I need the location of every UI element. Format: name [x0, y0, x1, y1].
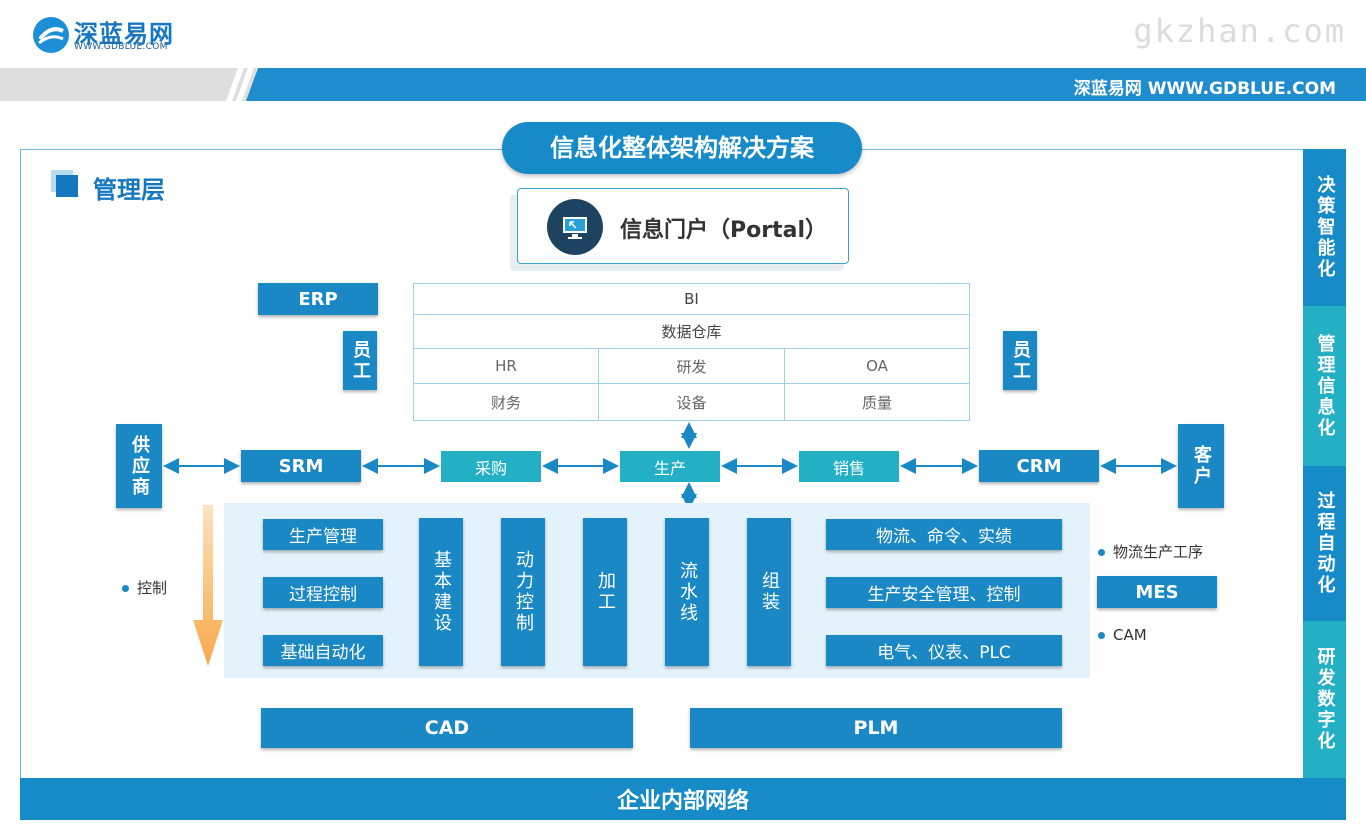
grid-cell: 质量	[861, 393, 892, 412]
customer-box: 客户	[1178, 424, 1224, 508]
grid-cell: 设备	[599, 384, 785, 420]
production-box: 生产	[620, 451, 720, 482]
sidebar-decision: 决策智能化	[1303, 149, 1346, 306]
header-band-text: 深蓝易网 WWW.GDBLUE.COM	[1073, 79, 1336, 99]
column-box: 流水线	[665, 518, 709, 666]
grid-bi: BI	[414, 284, 969, 315]
layer-icon	[56, 175, 78, 197]
column-box: 组装	[747, 518, 791, 666]
watermark: gkzhan.com	[1133, 12, 1346, 50]
mes-top-note: 物流生产工序	[1098, 541, 1203, 562]
logistics-box: 物流、命令、实绩	[826, 519, 1062, 550]
network-band: 企业内部网络	[20, 778, 1346, 820]
purchase-box: 采购	[441, 451, 541, 482]
header-band-gray	[0, 68, 256, 101]
portal-label: 信息门户（Portal）	[620, 218, 827, 243]
employee-left: 员工	[343, 331, 377, 390]
sidebar-management: 管理信息化	[1303, 306, 1346, 466]
sidebar-process: 过程自动化	[1303, 466, 1346, 621]
cam-note: CAM	[1098, 626, 1147, 644]
cad-bar: CAD	[261, 708, 633, 748]
column-box: 动力控制	[501, 518, 545, 666]
logo-name: 深蓝易网	[74, 20, 174, 48]
safety-box: 生产安全管理、控制	[826, 577, 1062, 608]
control-note: 控制	[122, 577, 167, 598]
column-box: 基本建设	[419, 518, 463, 666]
grid-cell: 财务	[414, 384, 599, 420]
header-band-blue	[246, 68, 1366, 101]
basic-automation-box: 基础自动化	[263, 635, 383, 666]
employee-right: 员工	[1003, 331, 1037, 390]
management-label: 管理层	[93, 176, 165, 204]
grid-warehouse: 数据仓库	[414, 315, 969, 349]
plm-bar: PLM	[690, 708, 1062, 748]
process-control-box: 过程控制	[263, 577, 383, 608]
data-grid: BI 数据仓库 HR 研发 OA 财务 设备 质量	[413, 283, 970, 421]
erp-box: ERP	[258, 283, 378, 315]
plc-box: 电气、仪表、PLC	[826, 635, 1062, 666]
logo-icon	[33, 17, 69, 53]
sales-box: 销售	[799, 451, 899, 482]
crm-box: CRM	[979, 450, 1099, 482]
sidebar-rnd: 研发数字化	[1303, 621, 1346, 778]
monitor-icon	[547, 199, 603, 255]
page-title: 信息化整体架构解决方案	[502, 122, 862, 174]
mes-box: MES	[1097, 576, 1217, 608]
srm-box: SRM	[241, 450, 361, 482]
logo-url: WWW.GDBLUE.COM	[74, 42, 168, 52]
grid-cell: 研发	[599, 349, 785, 384]
grid-cell: HR	[414, 349, 599, 384]
grid-cell: OA	[785, 349, 969, 384]
production-management-box: 生产管理	[263, 519, 383, 550]
column-box: 加工	[583, 518, 627, 666]
supplier-box: 供应商	[116, 424, 162, 508]
